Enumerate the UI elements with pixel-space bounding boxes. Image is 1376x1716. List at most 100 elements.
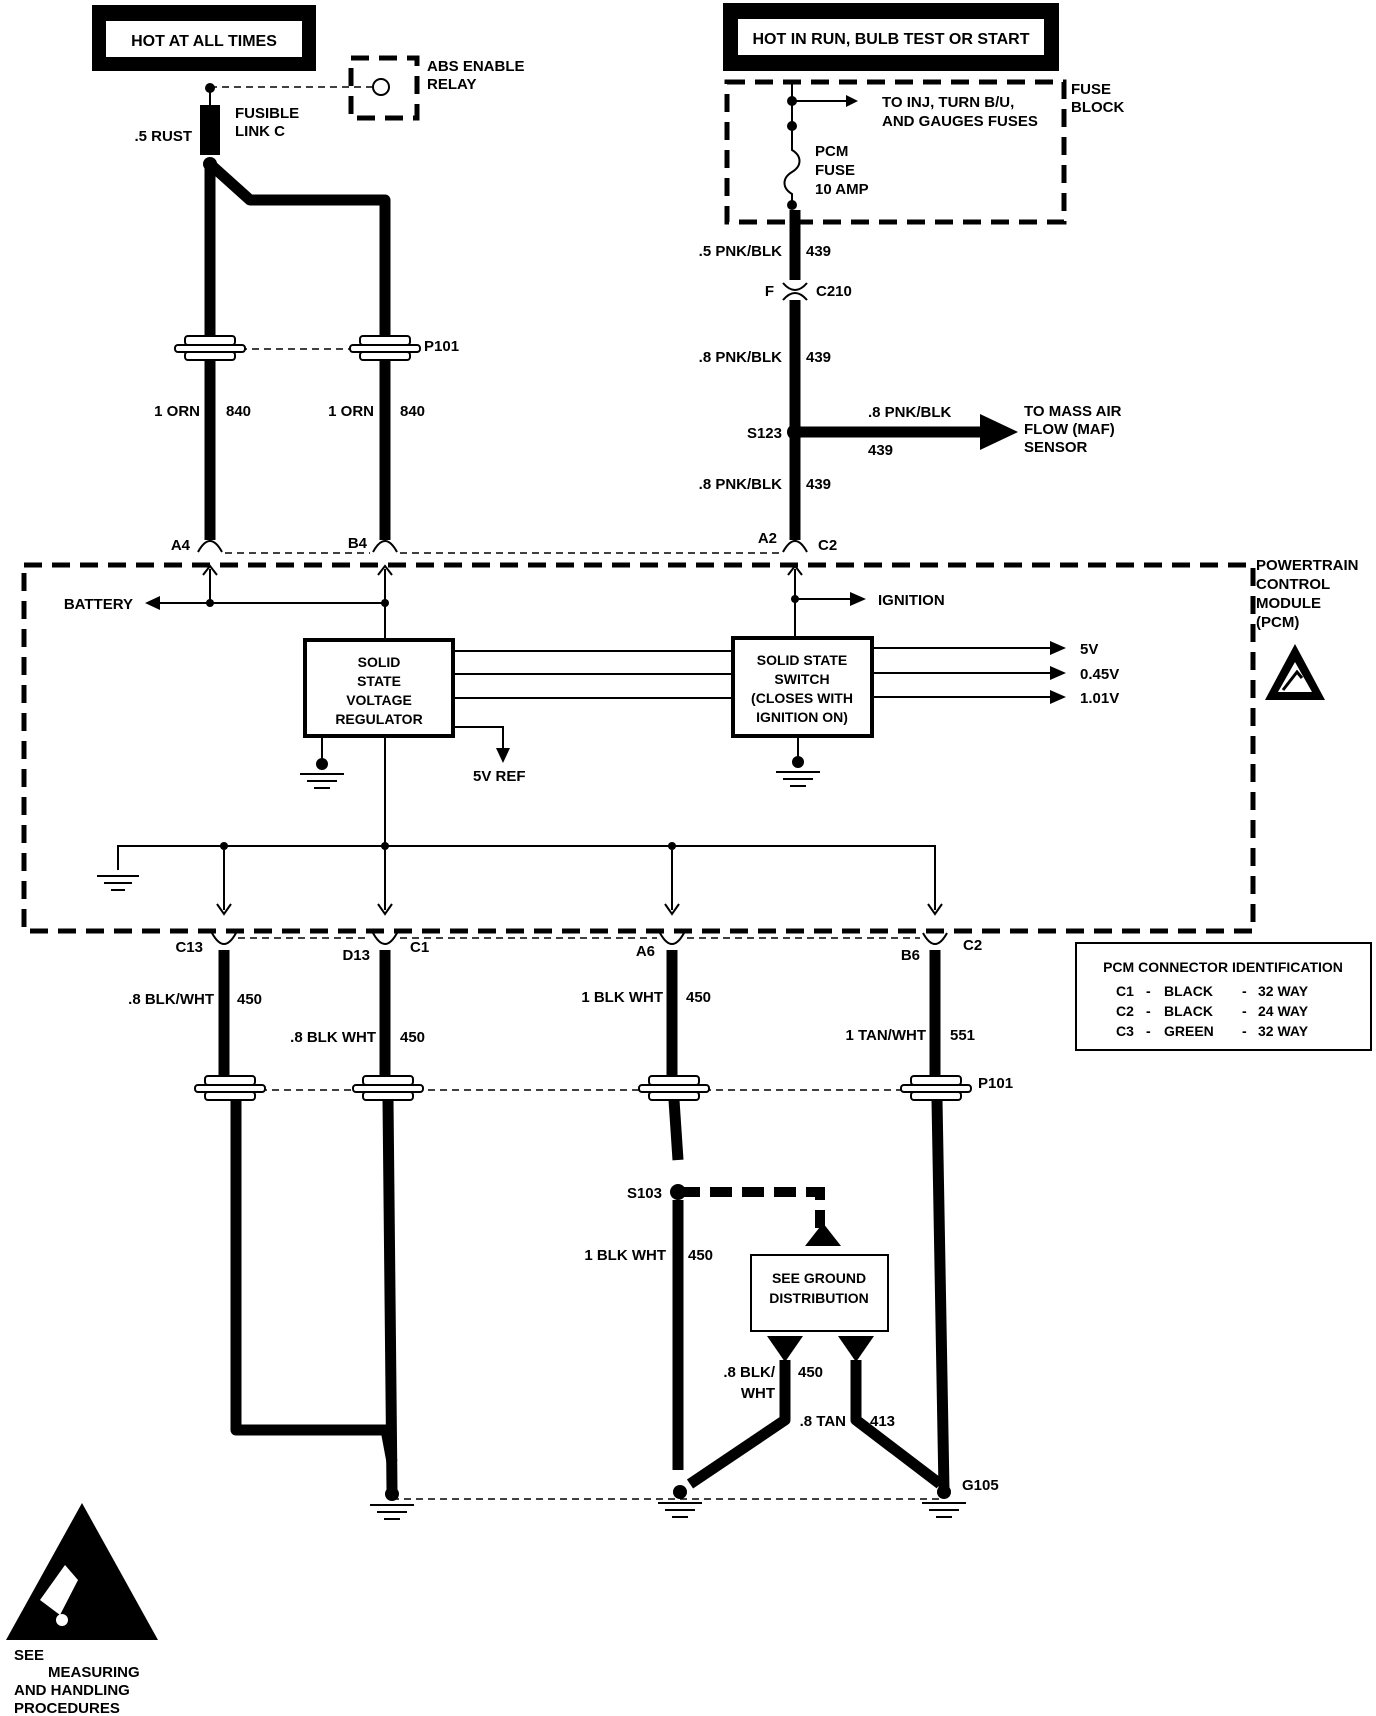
regulator-label-1: SOLID — [358, 654, 401, 670]
conn-row3-id: C3 — [1116, 1023, 1134, 1039]
fuse-icon — [783, 126, 801, 205]
ground-dist-label-1: SEE GROUND — [772, 1270, 866, 1286]
w7-label: .8 TAN — [800, 1413, 846, 1430]
pcm-bottom-pins: C13 D13 C1 A6 B6 C2 — [175, 932, 982, 964]
pin-b6: B6 — [901, 947, 920, 964]
maf-wire-label: .8 PNK/BLK — [868, 404, 952, 421]
s103-label: S103 — [627, 1185, 662, 1202]
battery-label: BATTERY — [64, 596, 133, 613]
rust-wire-label: .5 RUST — [134, 128, 192, 145]
maf-arrow-icon — [980, 414, 1018, 450]
w3-label: 1 BLK WHT — [581, 989, 663, 1006]
pin-a6: A6 — [636, 943, 655, 960]
conn-row1-sep2: - — [1242, 983, 1247, 999]
w7-num: 413 — [870, 1413, 895, 1430]
output-045v-arrow-icon — [1050, 666, 1066, 680]
solid-state-switch: SOLID STATE SWITCH (CLOSES WITH IGNITION… — [731, 636, 874, 738]
ignition-label: IGNITION — [878, 592, 945, 609]
pin-a4: A4 — [171, 537, 191, 554]
pcm-fuse-label-2: FUSE — [815, 162, 855, 179]
conn-row2-id: C2 — [1116, 1003, 1134, 1019]
regulator-label-2: STATE — [357, 673, 401, 689]
w6-label-a: .8 BLK/ — [723, 1364, 776, 1381]
pin-c13: C13 — [175, 939, 203, 956]
wire-840-right — [206, 159, 391, 540]
arrow-right-icon — [846, 95, 858, 107]
esd-warning-icon — [6, 1503, 158, 1640]
ref-5v-label: 5V REF — [473, 768, 526, 785]
pcm-fuse-label-1: PCM — [815, 143, 848, 160]
conn-row3-color: GREEN — [1164, 1023, 1214, 1039]
p101-top-label: P101 — [424, 338, 459, 355]
switch-label-1: SOLID STATE — [757, 652, 847, 668]
esd-note-1: SEE — [14, 1647, 44, 1664]
pcm-title-2: CONTROL — [1256, 576, 1330, 593]
fuse-block: FUSE BLOCK TO INJ, TURN B/U, AND GAUGES … — [724, 79, 1124, 225]
triangle-up-icon — [805, 1223, 841, 1246]
ref-arrow-icon — [496, 748, 510, 763]
orn-right-label: 1 ORN — [328, 403, 374, 420]
pcm-title-1: POWERTRAIN — [1256, 557, 1359, 574]
g105-label: G105 — [962, 1477, 999, 1494]
wire-450-a6-b — [668, 1099, 684, 1161]
conn-row2-ways: 24 WAY — [1258, 1003, 1309, 1019]
fuse-block-label-2: BLOCK — [1071, 99, 1124, 116]
w1-num: 450 — [237, 991, 262, 1008]
hot-at-all-times-label: HOT AT ALL TIMES — [131, 33, 277, 50]
c210-f-label: F — [765, 283, 774, 300]
wire-413 — [850, 1360, 944, 1489]
s123-label: S123 — [747, 425, 782, 442]
p101-connector-top: P101 — [174, 335, 459, 361]
p101-connector-bottom: P101 — [194, 1075, 1013, 1101]
voltage-regulator: SOLID STATE VOLTAGE REGULATOR — [303, 638, 455, 738]
maf-wire-num: 439 — [868, 442, 893, 459]
hot-at-all-times-box: HOT AT ALL TIMES — [92, 5, 316, 71]
pnk-blk-a-num: 439 — [806, 243, 831, 260]
pcm-title-3: MODULE — [1256, 595, 1321, 612]
abs-enable-relay: ABS ENABLE RELAY — [210, 55, 525, 121]
conn-row1-id: C1 — [1116, 983, 1134, 999]
output-5v-arrow-icon — [1050, 641, 1066, 655]
w2-label: .8 BLK WHT — [290, 1029, 376, 1046]
esd-note-4: PROCEDURES — [14, 1700, 120, 1716]
conn-row3-sep1: - — [1146, 1023, 1151, 1039]
fusible-link-label-2: LINK C — [235, 123, 285, 140]
w2-num: 450 — [400, 1029, 425, 1046]
esd-note-2: MEASURING — [48, 1664, 140, 1681]
ignition-arrow-icon — [850, 592, 866, 606]
regulator-label-3: VOLTAGE — [346, 692, 412, 708]
conn-row2-sep1: - — [1146, 1003, 1151, 1019]
pcm-top-pins: A4 B4 A2 C2 — [171, 530, 837, 554]
w6-label-b: WHT — [741, 1385, 775, 1402]
to-fuses-label-1: TO INJ, TURN B/U, — [882, 94, 1014, 111]
pcm-title-4: (PCM) — [1256, 614, 1299, 631]
orn-left-num: 840 — [226, 403, 251, 420]
c210-label: C210 — [816, 283, 852, 300]
pnk-blk-c-num: 439 — [806, 476, 831, 493]
regulator-label-4: REGULATOR — [335, 711, 422, 727]
g105-ground: G105 — [370, 1477, 999, 1520]
c210-connector — [782, 282, 808, 301]
conn-row3-sep2: - — [1242, 1023, 1247, 1039]
wire-450-g105 — [686, 1360, 791, 1489]
pcm-fuse-label-3: 10 AMP — [815, 181, 869, 198]
hot-in-run-label: HOT IN RUN, BULB TEST OR START — [752, 31, 1029, 48]
fuse-block-label-1: FUSE — [1071, 81, 1111, 98]
pcm-internal-signals: 5V 0.45V 1.01V 5V REF — [97, 641, 1119, 916]
maf-label-2: FLOW (MAF) — [1024, 421, 1115, 438]
pnk-blk-b-label: .8 PNK/BLK — [699, 349, 783, 366]
w4-num: 551 — [950, 1027, 975, 1044]
pin-c2-top: C2 — [818, 537, 837, 554]
pnk-blk-b-num: 439 — [806, 349, 831, 366]
pcm-internal-power: BATTERY IGNITION — [64, 564, 945, 640]
out-5v-label: 5V — [1080, 641, 1098, 658]
fusible-link-label-1: FUSIBLE — [235, 105, 299, 122]
triangle-down-icon — [838, 1336, 874, 1362]
w1-label: .8 BLK/WHT — [128, 991, 214, 1008]
w3-num: 450 — [686, 989, 711, 1006]
orn-right-num: 840 — [400, 403, 425, 420]
wire-450-c1-b — [382, 1099, 398, 1491]
abs-relay-label-2: RELAY — [427, 76, 476, 93]
switch-label-3: (CLOSES WITH — [751, 690, 853, 706]
conn-row2-sep2: - — [1242, 1003, 1247, 1019]
